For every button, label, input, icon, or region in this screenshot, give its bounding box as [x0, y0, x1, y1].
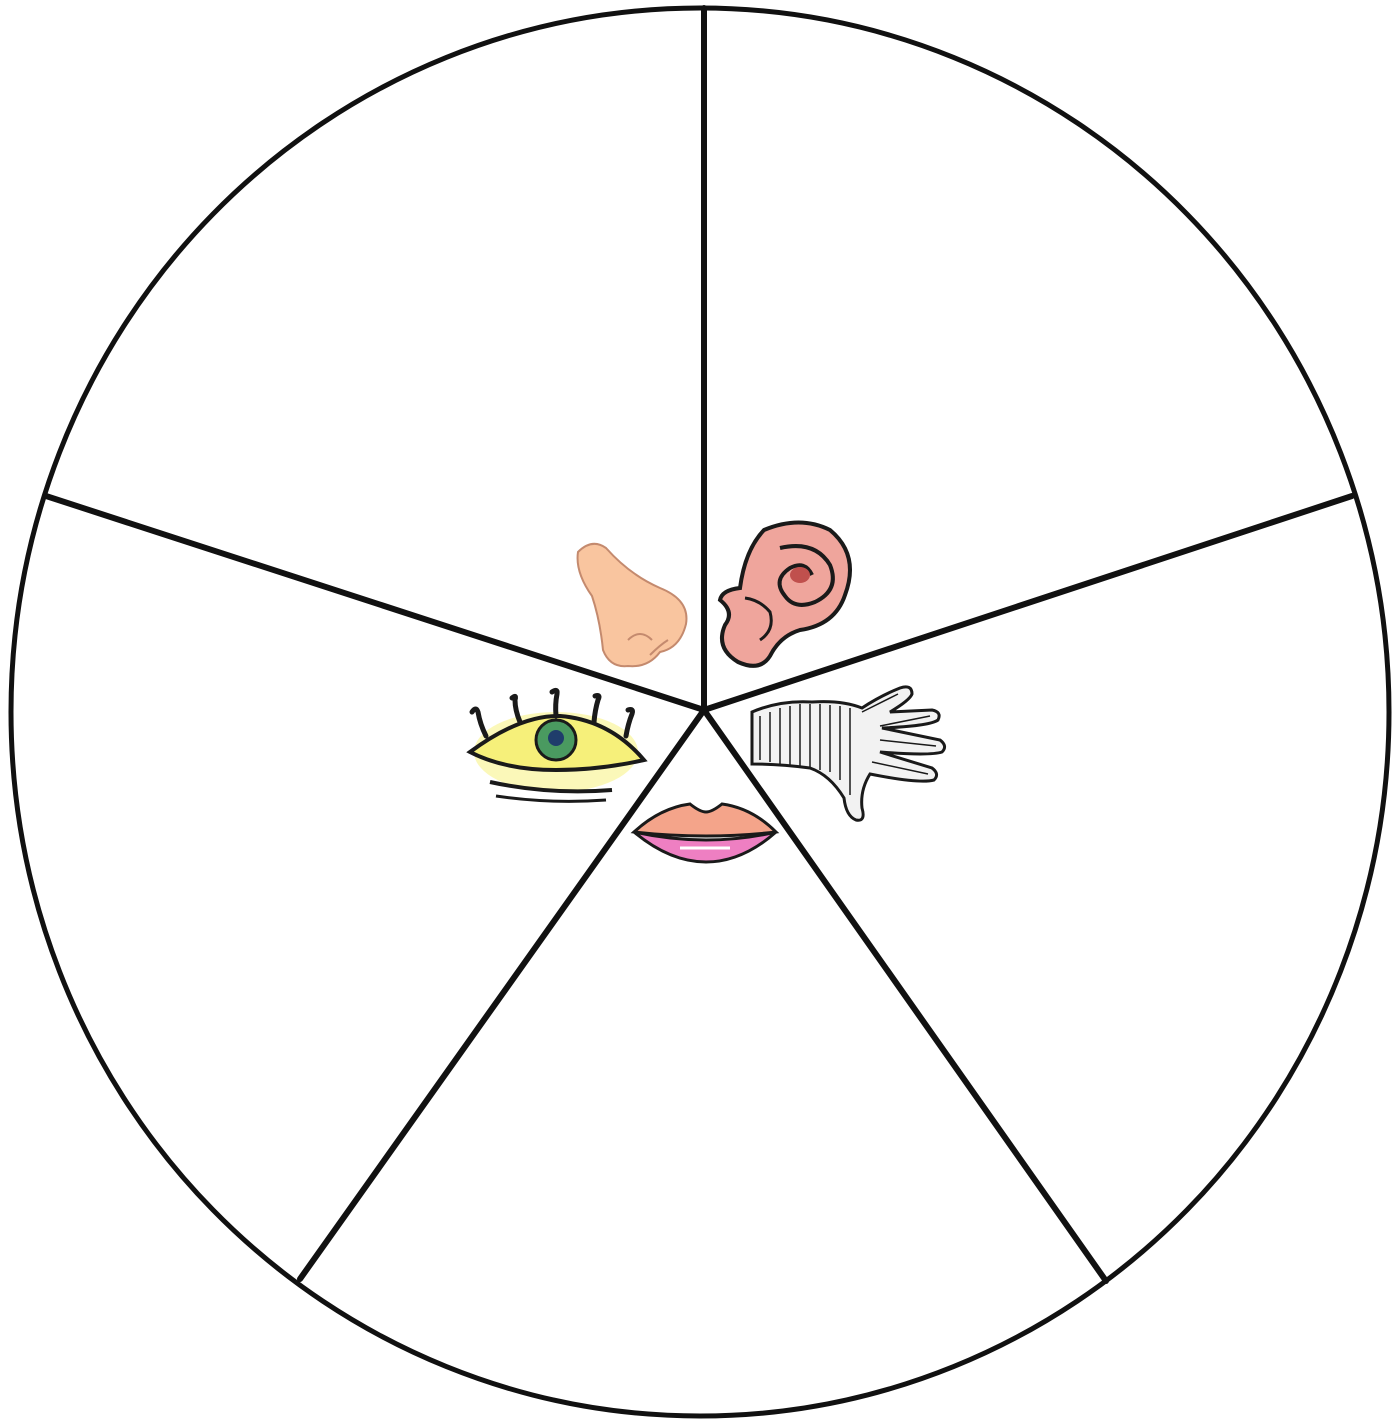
senses-wheel	[0, 0, 1397, 1423]
